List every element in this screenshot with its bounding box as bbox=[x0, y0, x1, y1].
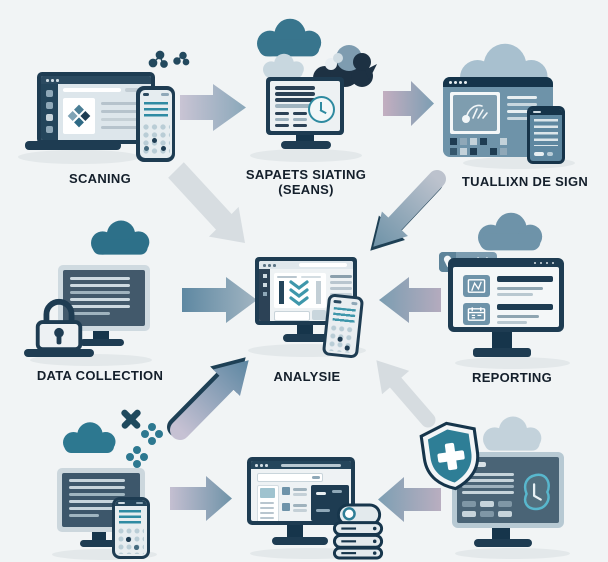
node-label-scanning: SCANING bbox=[68, 171, 132, 186]
map-card bbox=[463, 275, 490, 297]
monitor-base bbox=[80, 339, 124, 346]
cloud-icon bbox=[63, 422, 116, 453]
smartphone-icon bbox=[321, 293, 365, 359]
arrow-reporting-to-analysis bbox=[379, 277, 441, 323]
monitor-stand bbox=[287, 525, 303, 539]
monitor-stand bbox=[492, 528, 510, 540]
laptop-base bbox=[24, 349, 94, 357]
arrow-bottomleft-to-bottomcenter bbox=[170, 476, 232, 521]
shadow bbox=[52, 549, 157, 560]
cloud-icon bbox=[91, 220, 150, 255]
laptop-icon bbox=[37, 72, 155, 144]
laptop-screen bbox=[41, 76, 151, 140]
molecule-icon bbox=[148, 50, 190, 68]
smartphone-icon bbox=[112, 497, 150, 559]
arrow-datacollection-to-analysis bbox=[182, 277, 257, 323]
tablet-icon bbox=[527, 106, 565, 164]
image-card bbox=[450, 92, 500, 134]
monitor-base bbox=[474, 539, 532, 547]
node-label-design: TUALLIXN DE SIGN bbox=[461, 174, 589, 189]
node-label-analysis: ANALYSIE bbox=[273, 369, 341, 384]
sidebar-panel bbox=[257, 485, 279, 521]
color-swatches bbox=[450, 138, 457, 145]
arrow-design-to-analysis bbox=[370, 170, 446, 251]
node-label-reporting: REPORTING bbox=[472, 370, 552, 385]
cloud-icon bbox=[263, 53, 304, 78]
shadow bbox=[455, 357, 570, 369]
cloud-icon bbox=[478, 212, 543, 251]
node-label-data-collection: DATA COLLECTION bbox=[36, 368, 164, 383]
monitor-icon bbox=[452, 452, 564, 528]
x-mark-icon bbox=[121, 409, 141, 429]
monitor-stand bbox=[492, 332, 512, 350]
document-panel bbox=[274, 273, 326, 308]
shadow bbox=[30, 354, 152, 366]
shield-icon bbox=[419, 421, 480, 491]
arrow-scanning-to-staging bbox=[180, 84, 246, 131]
plant-doodle-icon bbox=[462, 104, 488, 123]
monitor-base bbox=[281, 141, 331, 149]
qr-diamond-graphic bbox=[63, 98, 95, 134]
shadow bbox=[250, 149, 362, 162]
cloud-icon bbox=[483, 416, 542, 451]
arrow-staging-to-design bbox=[383, 81, 434, 126]
arrow-bottomright-to-analysis bbox=[376, 360, 436, 428]
clock-icon bbox=[308, 96, 335, 123]
arrow-scanning-to-analysis bbox=[168, 162, 245, 243]
monitor-icon bbox=[448, 258, 564, 332]
arrow-bottomleft-to-analysis bbox=[167, 357, 249, 440]
cloud-icon bbox=[257, 18, 322, 57]
monitor-stand bbox=[92, 532, 106, 541]
blob-chart-icon bbox=[523, 473, 550, 511]
monitor-stand bbox=[296, 135, 314, 143]
node-label-staging: SAPAETS SIATING (SEANS) bbox=[245, 167, 367, 197]
laptop-base bbox=[25, 141, 121, 150]
shadow bbox=[18, 150, 140, 164]
shadow bbox=[455, 548, 570, 559]
flower-icon bbox=[126, 446, 148, 468]
padlock-icon bbox=[35, 298, 83, 352]
monitor-stand bbox=[297, 325, 313, 335]
calendar-card bbox=[463, 303, 490, 325]
monitor-base bbox=[473, 348, 531, 357]
monitor-icon bbox=[266, 77, 344, 135]
monitor-stand bbox=[93, 331, 109, 340]
monitor-icon bbox=[58, 265, 150, 331]
arrow-bottomright-to-bottomcenter bbox=[378, 477, 441, 522]
smartphone-icon bbox=[136, 86, 175, 162]
monitor-base bbox=[283, 334, 331, 342]
server-icon bbox=[332, 503, 384, 560]
flower-icon bbox=[141, 423, 163, 445]
monitor-base bbox=[80, 540, 120, 547]
monitor-icon bbox=[247, 457, 355, 525]
shadow bbox=[250, 548, 370, 559]
monitor-base bbox=[272, 537, 328, 545]
chevron-down-icon bbox=[289, 280, 309, 306]
